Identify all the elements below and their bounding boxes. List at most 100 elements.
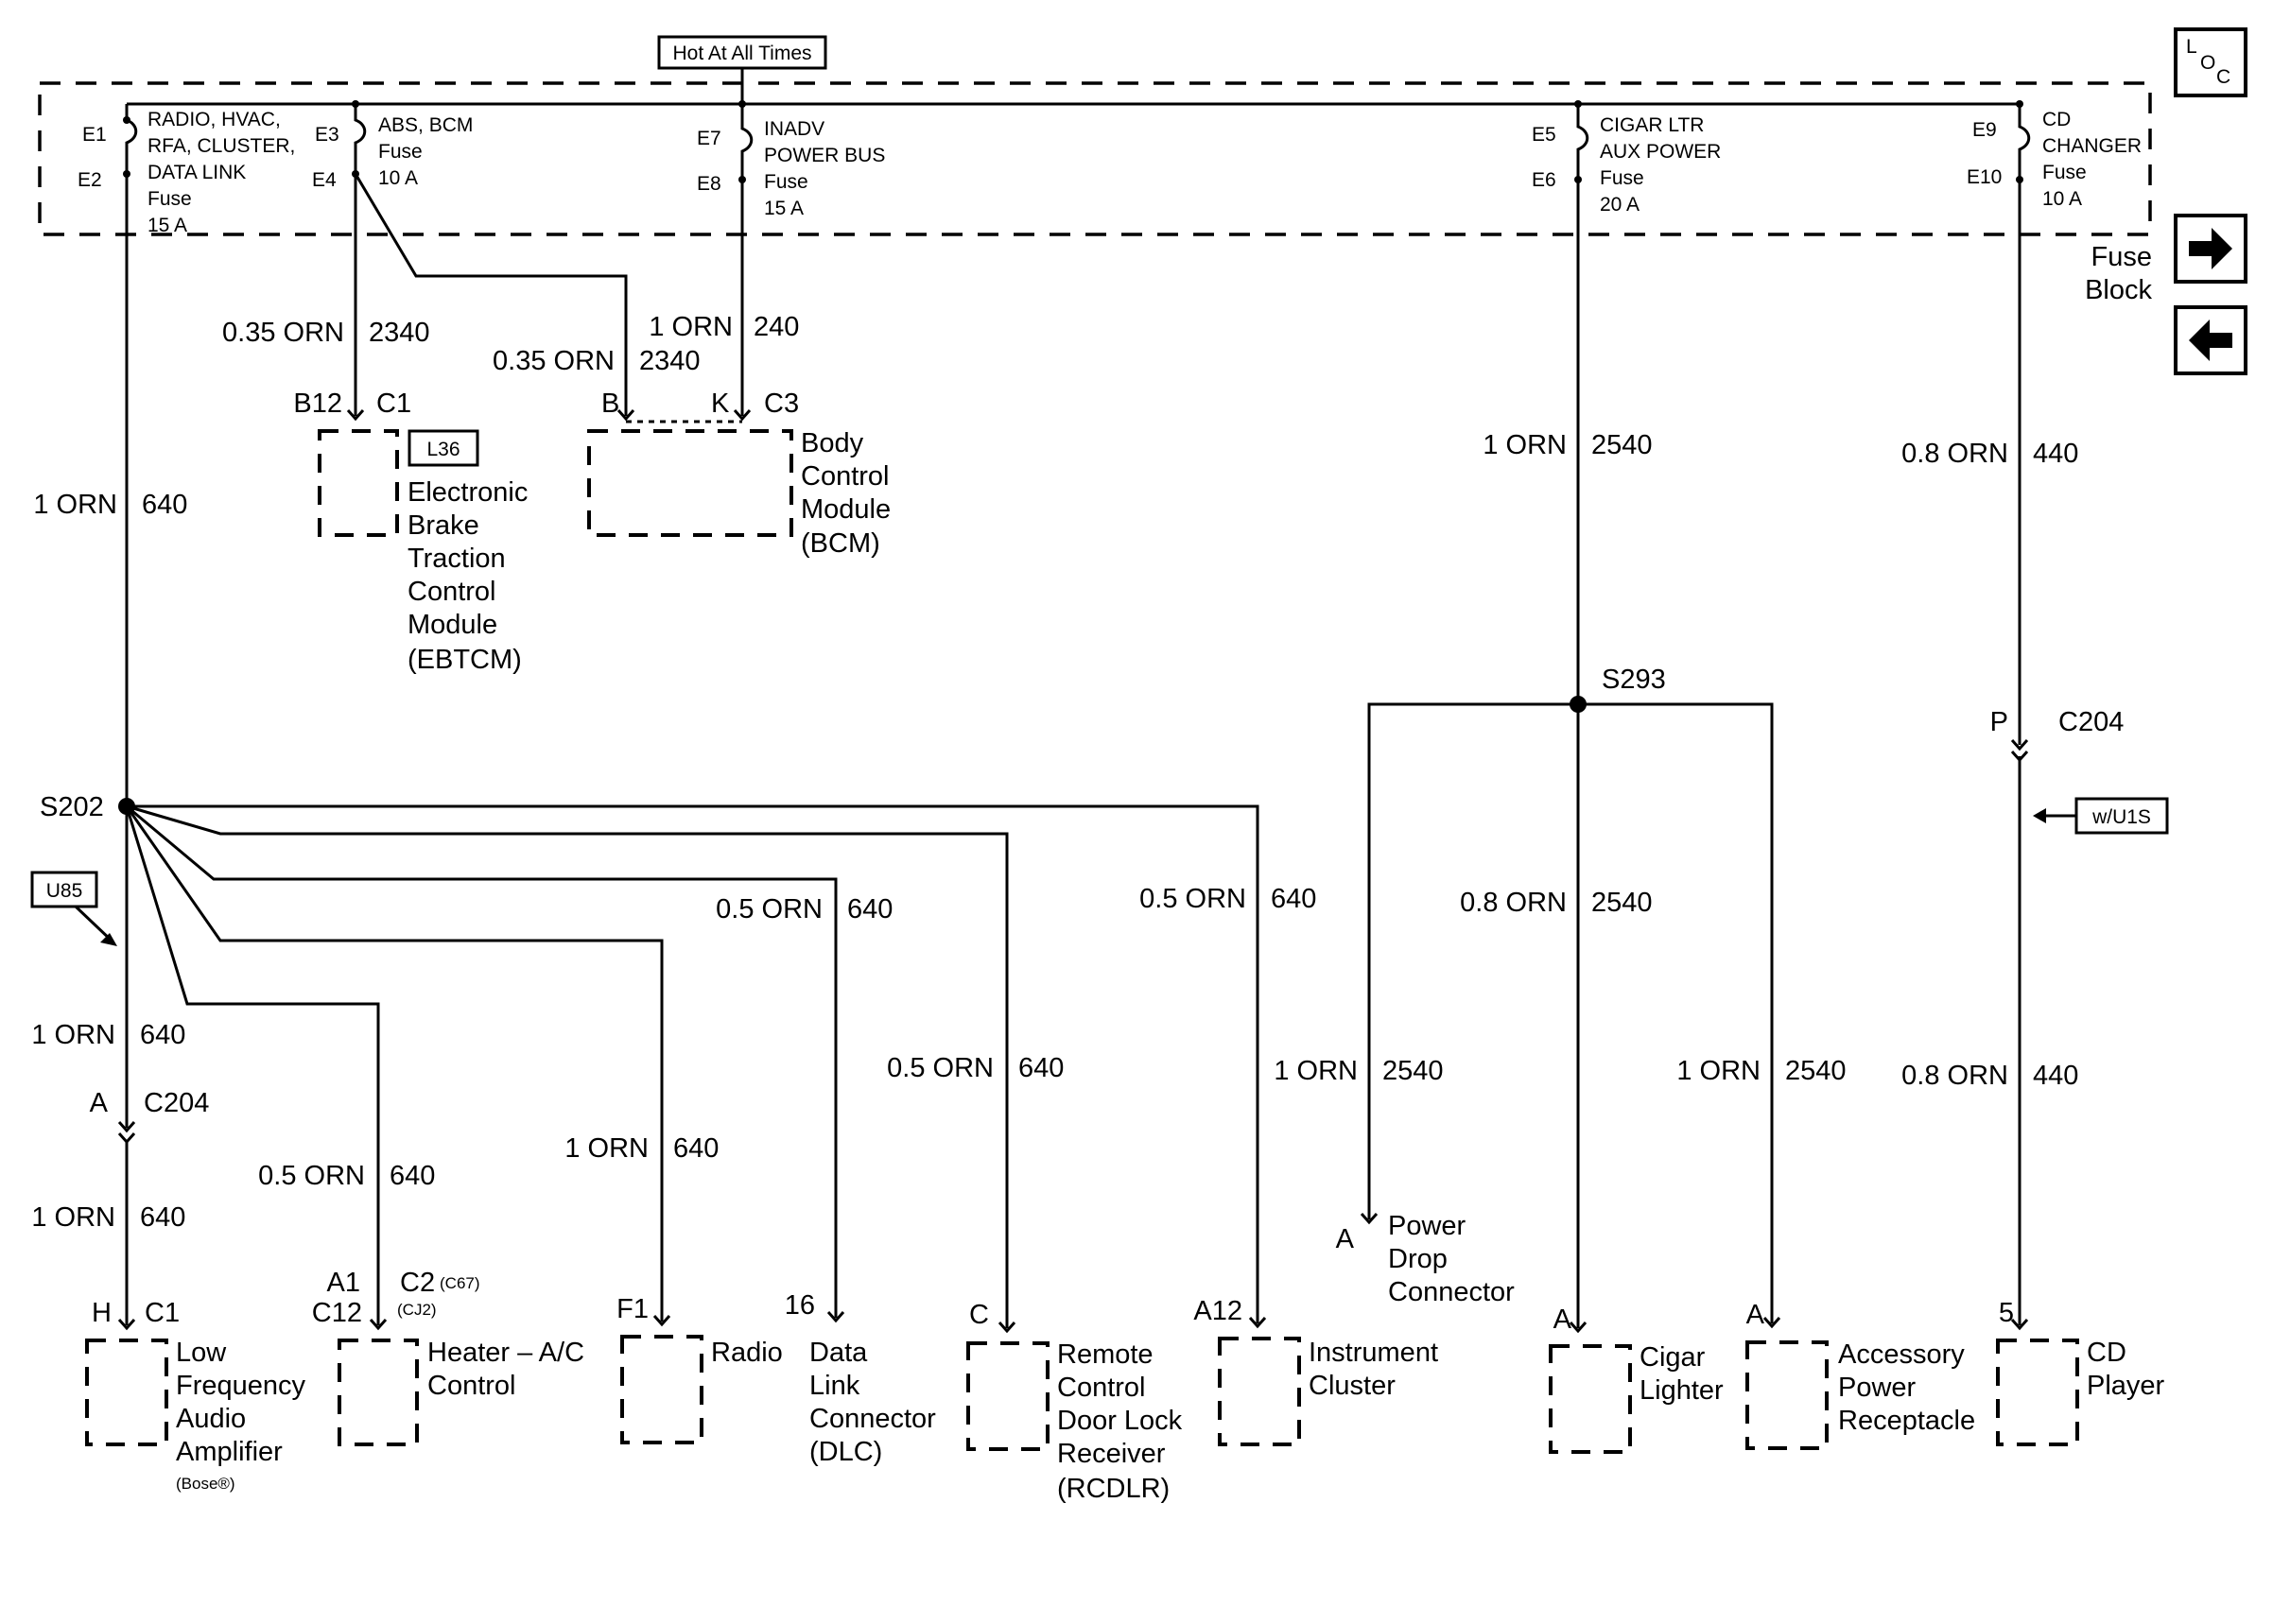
wire-640-radio-gauge: 1 ORN	[564, 1133, 649, 1164]
wire-640-lfa-b-circuit: 640	[140, 1202, 185, 1233]
fuse5-output-terminal: E10	[1967, 166, 2002, 188]
dlc-name-line1: Data	[809, 1338, 868, 1368]
bcm-name-line4: (BCM)	[801, 528, 880, 559]
ebtcm-name-line3: Traction	[408, 544, 506, 574]
loc-letter-l: L	[2186, 36, 2197, 58]
splice-s293-label: S293	[1602, 665, 1666, 695]
connector-c204-left-pin: A	[90, 1088, 109, 1118]
option-l36-tag	[408, 429, 479, 467]
bcm-connector: C3	[764, 389, 799, 419]
fuse-cd-changer	[2018, 104, 2031, 180]
lfa-pin: H	[92, 1298, 112, 1328]
fuse4-output-terminal: E6	[1532, 169, 1556, 191]
dlc-name-line2: Link	[809, 1371, 860, 1401]
bcm-name-line2: Control	[801, 461, 890, 492]
component-radio: F1 Radio	[616, 1294, 783, 1444]
ebtcm-name-line4: Control	[408, 577, 496, 607]
option-u85-label: U85	[46, 880, 83, 902]
wire-640-lfa-a-gauge: 1 ORN	[31, 1020, 115, 1050]
wire-640-dlc-circuit: 640	[847, 894, 893, 924]
fuse2-input-terminal: E3	[315, 124, 339, 146]
previous-page-button[interactable]	[2174, 305, 2247, 375]
fuse4-type: Fuse	[1600, 167, 1644, 189]
fuse1-input-terminal: E1	[82, 124, 107, 146]
pdc-pin: A	[1336, 1224, 1355, 1254]
wire-2340-a-circuit: 2340	[369, 318, 430, 348]
connector-c204-right-pin: P	[1990, 707, 2008, 737]
fuse1-name-line2: RFA, CLUSTER,	[147, 135, 295, 157]
next-page-button[interactable]	[2174, 214, 2247, 284]
ebtcm-name-line2: Brake	[408, 510, 479, 541]
wire-640-rcdlr-circuit: 640	[1018, 1053, 1064, 1083]
loc-letter-c: C	[2216, 66, 2230, 88]
accessory-name-line3: Receptacle	[1838, 1406, 1975, 1436]
arrow-left-icon	[2189, 320, 2232, 361]
dlc-pin: 16	[785, 1290, 815, 1321]
dlc-name-line3: Connector	[809, 1404, 936, 1434]
component-bcm: B K C3 Body Control Module (BCM)	[587, 389, 891, 559]
splice-s293	[1570, 696, 1587, 713]
wire-2540-power-drop-circuit: 2540	[1382, 1056, 1444, 1086]
wire-640-dlc-gauge: 0.5 ORN	[716, 894, 823, 924]
splice-s202	[118, 798, 135, 815]
fuse-block-outline	[38, 81, 2152, 236]
wire-2540-power-drop	[1367, 702, 1578, 1219]
arrow-right-icon	[2189, 228, 2232, 269]
pdc-name-line3: Connector	[1388, 1277, 1515, 1307]
accessory-pin: A	[1746, 1300, 1765, 1330]
lfa-name-line1: Low	[176, 1338, 227, 1368]
lfa-name-line3: Audio	[176, 1404, 246, 1434]
wire-640-radio	[125, 805, 664, 1322]
fuse5-name-line2: CHANGER	[2042, 135, 2142, 157]
lfa-name-line4: Amplifier	[176, 1437, 283, 1467]
component-low-frequency-audio-amplifier: H C1 Low Frequency Audio Amplifier (Bose…	[85, 1298, 306, 1493]
wire-440-top-gauge: 0.8 ORN	[1901, 439, 2008, 469]
wire-640-hvac-gauge: 0.5 ORN	[258, 1161, 365, 1191]
connector-arrows	[117, 409, 2029, 1334]
lfa-connector: C1	[145, 1298, 180, 1328]
pdc-name-line2: Drop	[1388, 1244, 1448, 1274]
accessory-name-line2: Power	[1838, 1373, 1917, 1403]
wires	[125, 173, 2021, 1328]
ebtcm-name-line5: Module	[408, 610, 497, 640]
hvac-connector-option-2: (CJ2)	[397, 1301, 437, 1319]
fuse5-name-line1: CD	[2042, 109, 2071, 130]
wire-640-rcdlr	[126, 804, 1009, 1328]
wire-240-gauge: 1 ORN	[649, 312, 733, 342]
wire-2540-cigar-circuit: 2540	[1591, 888, 1653, 918]
hvac-connector-option-1: (C67)	[440, 1274, 480, 1292]
fuse5-input-terminal: E9	[1972, 119, 1997, 141]
wire-640-lfa-b-gauge: 1 ORN	[31, 1202, 115, 1233]
rcdlr-pin: C	[969, 1300, 989, 1330]
hvac-pin: A1	[327, 1268, 360, 1298]
wire-640-top-circuit: 640	[142, 490, 187, 520]
wire-2540-cigar-gauge: 0.8 ORN	[1460, 888, 1567, 918]
cigar-name-line2: Lighter	[1640, 1375, 1724, 1406]
wire-640-hvac-circuit: 640	[390, 1161, 435, 1191]
wire-640-rcdlr-gauge: 0.5 ORN	[887, 1053, 994, 1083]
dlc-name-line4: (DLC)	[809, 1437, 882, 1467]
bcm-pin-b: B	[601, 389, 619, 419]
wire-2540-accessory-circuit: 2540	[1785, 1056, 1847, 1086]
connector-c204-right-label: C204	[2058, 707, 2124, 737]
fuse3-output-terminal: E8	[697, 173, 721, 195]
wire-440-bottom-gauge: 0.8 ORN	[1901, 1061, 2008, 1091]
fuse4-rating: 20 A	[1600, 194, 1640, 216]
cigar-name-line1: Cigar	[1640, 1342, 1706, 1373]
rcdlr-name-line5: (RCDLR)	[1057, 1474, 1170, 1504]
connector-c204-left-label: C204	[144, 1088, 209, 1118]
fuse1-output-terminal: E2	[78, 169, 102, 191]
ebtcm-connector: C1	[376, 389, 411, 419]
fuse-inadv	[740, 104, 754, 180]
locator-button[interactable]: L O C	[2174, 27, 2247, 97]
fuse1-name-line1: RADIO, HVAC,	[147, 109, 281, 130]
ipc-name-line1: Instrument	[1309, 1338, 1438, 1368]
option-u85-tag	[30, 871, 98, 908]
fuse-block-label-line2: Block	[2085, 275, 2152, 305]
wire-640-radio-circuit: 640	[673, 1133, 719, 1164]
component-data-link-connector: 16 Data Link Connector (DLC)	[785, 1290, 936, 1467]
rcdlr-name-line3: Door Lock	[1057, 1406, 1183, 1436]
option-w-u1s-arrowhead	[2033, 808, 2046, 823]
cd-pin: 5	[1999, 1298, 2014, 1328]
